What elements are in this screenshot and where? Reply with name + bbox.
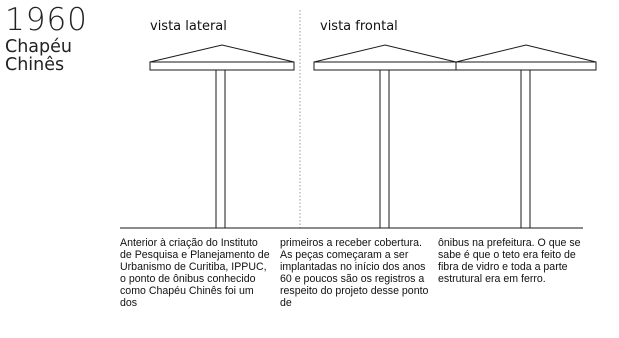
shelter-name-line2: Chinês xyxy=(5,55,65,75)
side-view-post xyxy=(215,69,226,229)
shelter-name: Chapéu Chinês xyxy=(5,38,72,74)
text-column-1: Anterior à criação do Instituto de Pesqu… xyxy=(120,237,270,310)
front-view-post-left xyxy=(379,69,390,229)
front-view-roof-cone-right xyxy=(455,44,597,63)
front-view-label: vista frontal xyxy=(320,19,398,34)
front-view-roof-band-left xyxy=(313,61,457,71)
front-view-roof-cone-left xyxy=(313,44,457,63)
side-view-roof-band xyxy=(149,61,295,71)
text-column-2: primeiros a receber cobertura. As peças … xyxy=(280,237,429,310)
shelter-name-line1: Chapéu xyxy=(5,37,73,57)
text-column-3: ônibus na prefeitura. O que se sabe é qu… xyxy=(438,237,581,286)
front-view-post-right xyxy=(520,69,531,229)
side-view-shelter xyxy=(149,44,295,229)
front-view-roof-band-right xyxy=(455,61,597,71)
year-title: 1960 xyxy=(5,2,88,38)
front-view-shelter xyxy=(313,44,597,229)
side-view-roof-cone xyxy=(149,44,295,63)
side-view-label: vista lateral xyxy=(150,19,227,34)
